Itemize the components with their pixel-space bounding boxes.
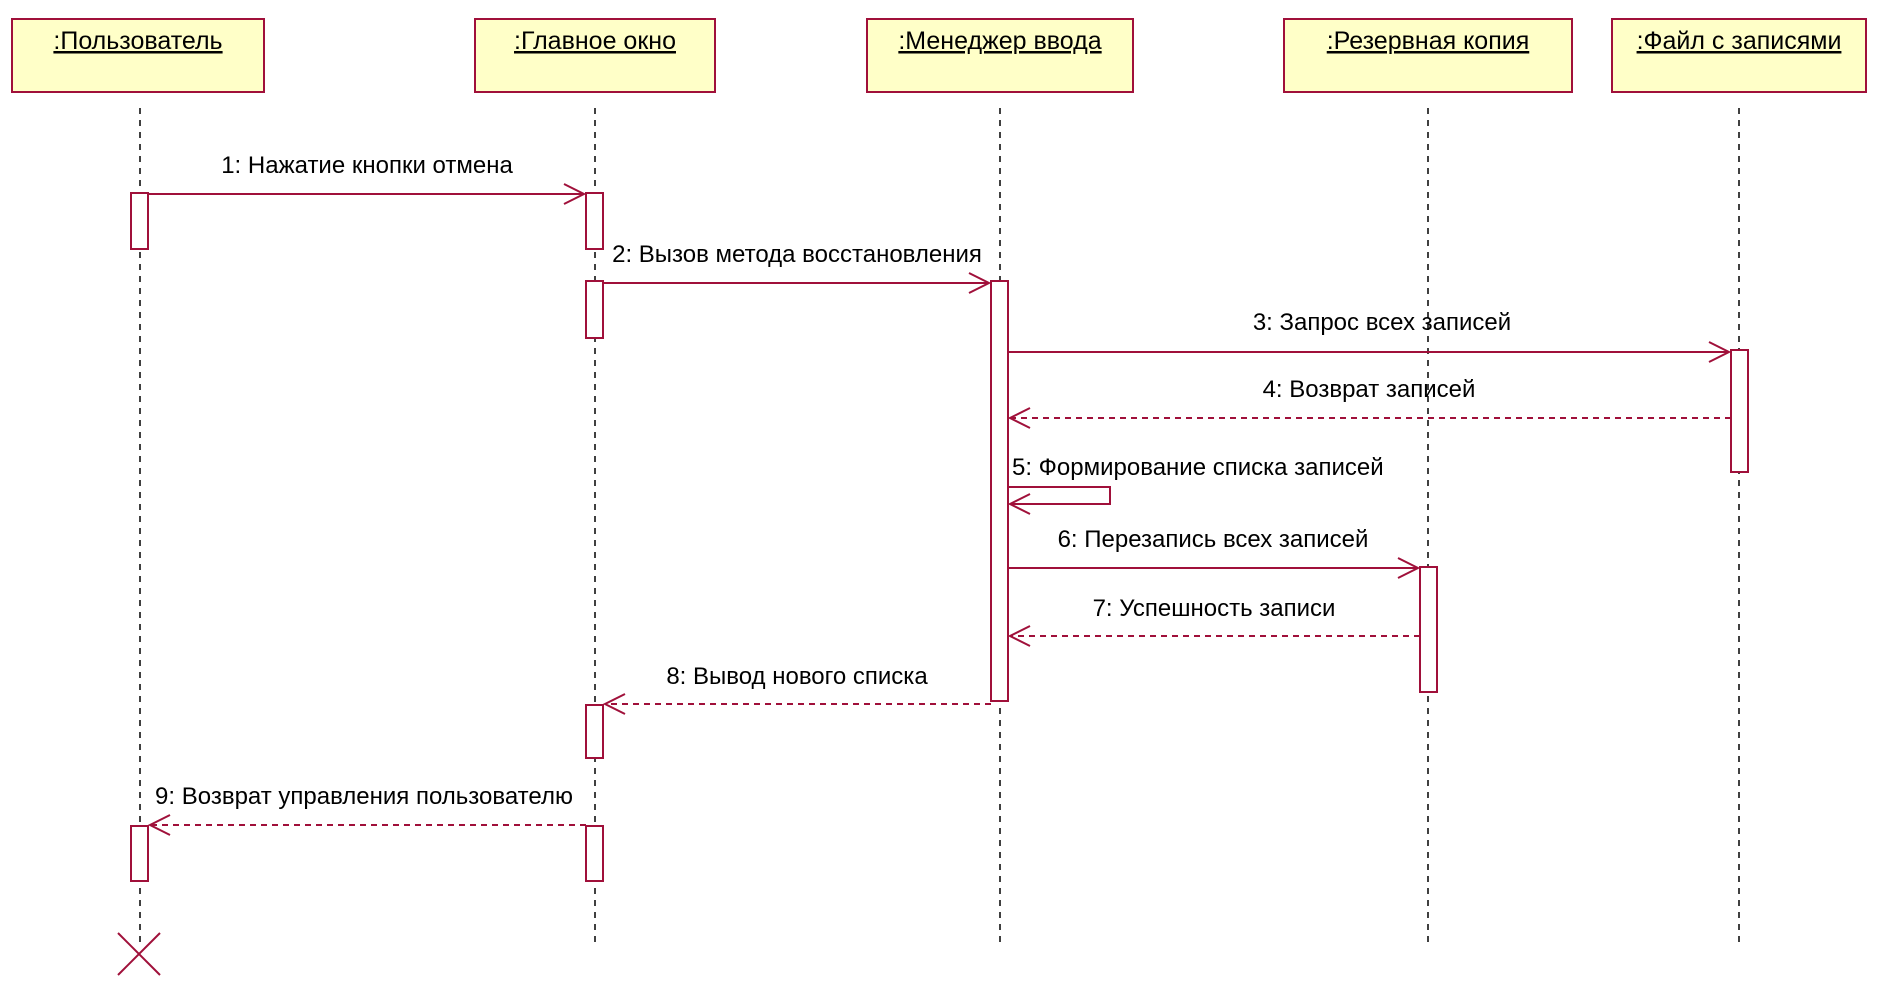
message-4-label: 4: Возврат записей — [1263, 376, 1476, 403]
message-6-label: 6: Перезапись всех записей — [1058, 526, 1369, 553]
message-5[interactable]: 5: Формирование списка записей — [1007, 454, 1384, 515]
destroy-mark-user — [117, 932, 161, 976]
activation-user-2 — [130, 825, 149, 882]
message-9-label: 9: Возврат управления пользователю — [155, 783, 573, 810]
message-5-label: 5: Формирование списка записей — [1012, 454, 1384, 481]
activation-main-3 — [585, 704, 604, 759]
message-8[interactable]: 8: Вывод нового списка — [602, 663, 991, 715]
object-label-user: :Пользователь — [53, 27, 222, 55]
message-8-label: 8: Вывод нового списка — [666, 663, 928, 690]
activation-main-1 — [585, 192, 604, 250]
activation-main-2 — [585, 280, 604, 339]
message-9[interactable]: 9: Возврат управления пользователю — [147, 783, 586, 836]
message-3[interactable]: 3: Запрос всех записей — [1008, 309, 1732, 363]
activation-input-1 — [990, 280, 1009, 702]
activation-user-1 — [130, 192, 149, 250]
object-input-manager[interactable]: :Менеджер ввода — [866, 18, 1134, 93]
activation-file-1 — [1730, 349, 1749, 473]
object-user[interactable]: :Пользователь — [11, 18, 265, 93]
message-6[interactable]: 6: Перезапись всех записей — [1008, 526, 1421, 579]
message-2[interactable]: 2: Вызов метода восстановления — [603, 241, 992, 294]
message-2-label: 2: Вызов метода восстановления — [612, 241, 982, 268]
object-label-records-file: :Файл с записями — [1637, 27, 1842, 55]
message-1[interactable]: 1: Нажатие кнопки отмена — [148, 152, 587, 205]
object-backup[interactable]: :Резервная копия — [1283, 18, 1573, 93]
object-label-input-manager: :Менеджер ввода — [898, 27, 1101, 55]
message-3-label: 3: Запрос всех записей — [1253, 309, 1511, 336]
object-main-window[interactable]: :Главное окно — [474, 18, 716, 93]
message-7-label: 7: Успешность записи — [1093, 595, 1336, 622]
object-label-main-window: :Главное окно — [514, 27, 676, 55]
message-7[interactable]: 7: Успешность записи — [1007, 595, 1420, 647]
object-label-backup: :Резервная копия — [1327, 27, 1530, 55]
message-1-label: 1: Нажатие кнопки отмена — [221, 152, 513, 179]
message-4[interactable]: 4: Возврат записей — [1007, 376, 1731, 429]
object-records-file[interactable]: :Файл с записями — [1611, 18, 1867, 93]
activation-backup-1 — [1419, 566, 1438, 693]
activation-main-4 — [585, 825, 604, 882]
